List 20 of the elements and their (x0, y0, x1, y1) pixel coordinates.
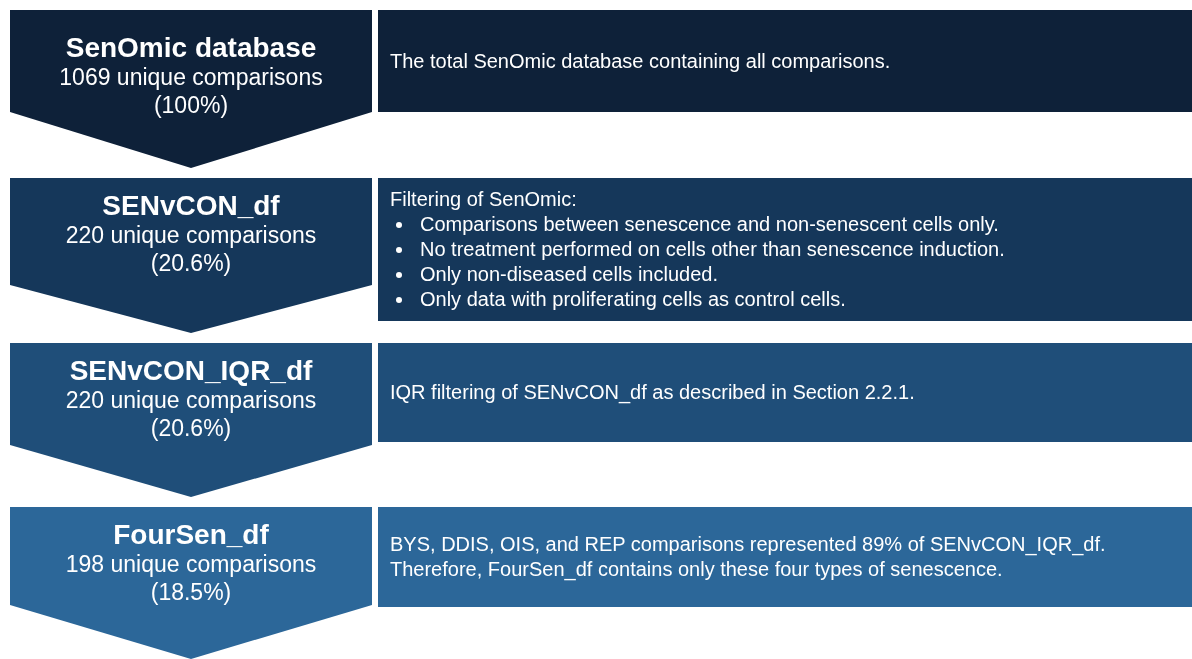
stage-count: 198 unique comparisons (18.5%) (64, 551, 318, 607)
bullet-item: No treatment performed on cells other than senescence induction. (420, 238, 1005, 260)
description-panel (378, 507, 1192, 607)
stage-count: 220 unique comparisons (20.6%) (64, 222, 318, 278)
description-text: Filtering of SenOmic: (390, 187, 578, 212)
bullet-item: Only data with proliferating cells as control cells. (420, 288, 846, 310)
description-text: IQR filtering of SENvCON_df as described in Section 2.2.1. (390, 380, 916, 405)
stage-count: 1069 unique comparisons (100%) (58, 64, 324, 120)
stage-heading: SenOmic database (65, 32, 317, 64)
description-text: BYS, DDIS, OIS, and REP comparisons represented 89% of SENvCON_IQR_df. Therefore, FourSen_df contains only these four types of senescence. (390, 532, 1107, 582)
stage-heading: SENvCON_IQR_df (69, 355, 313, 387)
description-panel (378, 10, 1192, 112)
bullet-item: Comparisons between senescence and non-senescent cells only. (420, 213, 999, 235)
stage-heading: FourSen_df (113, 519, 269, 551)
description-text: The total SenOmic database containing all comparisons. (390, 48, 892, 74)
description-panel (378, 343, 1192, 442)
bullet-item: Only non-diseased cells included. (420, 263, 718, 285)
description-panel (378, 178, 1192, 321)
stage-count: 220 unique comparisons (20.6%) (64, 387, 318, 443)
stage-heading: SENvCON_df (102, 190, 280, 222)
